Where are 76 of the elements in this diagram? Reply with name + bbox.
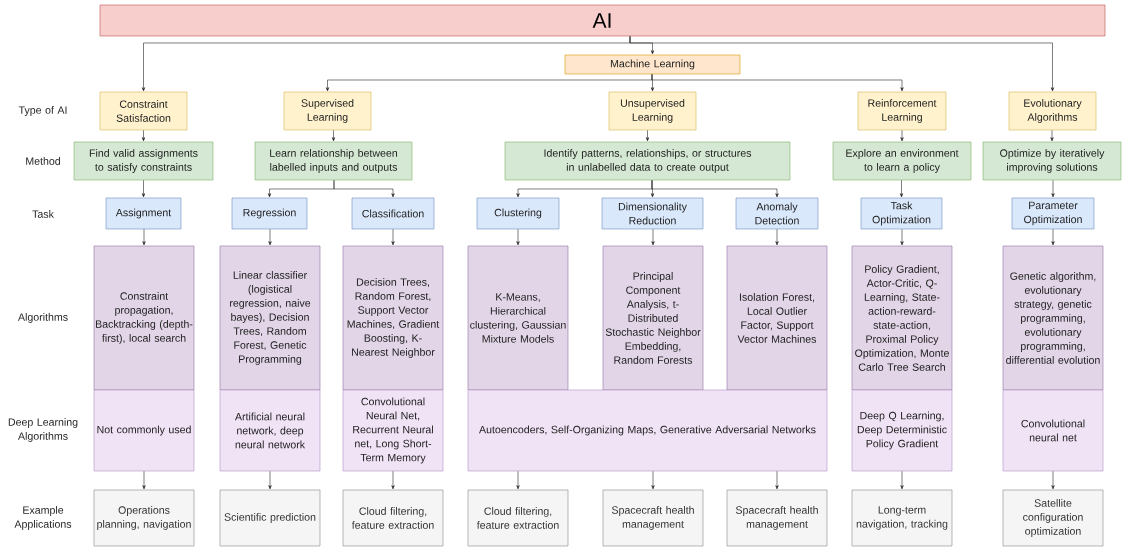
application-box: Cloud filtering, feature extraction — [467, 489, 569, 547]
arrow — [333, 180, 395, 198]
task-box: Regression — [231, 197, 308, 230]
arrow — [141, 180, 146, 198]
arrow — [331, 130, 336, 142]
application-box: Operations planning, navigation — [93, 489, 195, 547]
arrow — [516, 229, 520, 246]
arrow — [268, 471, 272, 490]
arrow — [900, 130, 904, 142]
row-label: Example Applications — [14, 506, 72, 530]
arrow — [391, 229, 395, 246]
algorithm-box: Autoencoders, Self-Organizing Maps, Generative Adversarial Networks — [467, 389, 828, 472]
arrow — [651, 471, 655, 490]
arrow — [899, 180, 904, 198]
arrow — [142, 229, 146, 246]
arrow — [142, 471, 146, 490]
arrow — [1050, 130, 1054, 142]
method-box: Optimize by iteratively improving solutions — [982, 141, 1122, 181]
arrow — [775, 229, 779, 246]
application-box: Long-term navigation, tracking — [851, 489, 953, 547]
application-box: Scientific prediction — [219, 489, 321, 547]
arrow — [268, 229, 272, 246]
arrow — [645, 130, 650, 142]
algorithm-box: Constraint propagation, Backtracking (depth-first), local search — [93, 245, 195, 391]
row-label: Task — [32, 210, 54, 218]
category-box: Unsupervised Learning — [608, 91, 697, 131]
algorithm-box: Convolutional Neural Net, Recurrent Neural net, Long Short-Term Memory — [342, 389, 444, 472]
arrow — [141, 130, 146, 142]
algorithm-box: Deep Q Learning, Deep Deterministic Policy Gradient — [851, 389, 953, 472]
row-label: Method — [26, 157, 60, 165]
category-box: Supervised Learning — [283, 91, 372, 131]
algorithm-box: Isolation Forest, Local Outlier Factor, Support Vector Machines — [726, 245, 828, 391]
algorithm-box: Not commonly used — [93, 389, 195, 472]
algorithm-box: Policy Gradient, Actor-Critic, Q-Learning, State-action-reward-state-action, Proximal Policy Optimization, Monte Carlo Tree Search — [851, 245, 953, 391]
arrow — [516, 471, 520, 490]
category-box: Machine Learning — [564, 54, 741, 75]
algorithm-box: Genetic algorithm, evolutionary strategy, genetic programming, evolutionary programming, differential evolution — [1002, 245, 1104, 391]
application-box: Cloud filtering, feature extraction — [342, 489, 444, 547]
application-box: Spacecraft health management — [726, 489, 828, 547]
arrow — [1051, 471, 1055, 490]
arrow — [651, 180, 779, 198]
task-box: Parameter Optimization — [1011, 197, 1095, 230]
task-box: Task Optimization — [860, 197, 943, 230]
algorithm-box: Linear classifier (logistical regression, naive bayes), Decision Trees, Random Forest, Genetic Programming — [219, 245, 321, 391]
task-box: Assignment — [105, 197, 182, 230]
method-box: Find valid assignments to satisfy constraints — [73, 141, 214, 181]
category-box: Reinforcement Learning — [857, 91, 947, 131]
method-box: Identify patterns, relationships, or structures in unlabelled data to create output — [504, 141, 791, 181]
category-box: Evolutionary Algorithms — [1008, 91, 1097, 131]
algorithm-box: Artificial neural network, deep neural network — [219, 389, 321, 472]
application-box: Satellite configuration optimization — [1002, 489, 1104, 547]
row-label: Type of AI — [18, 106, 67, 116]
method-box: Explore an environment to learn a policy — [832, 141, 972, 181]
task-box: Classification — [351, 197, 435, 230]
arrow — [651, 229, 655, 246]
arrow — [1051, 229, 1055, 246]
application-box: Spacecraft health management — [602, 489, 704, 547]
arrow — [900, 471, 904, 490]
arrow — [900, 229, 904, 246]
algorithm-box: K-Means, Hierarchical clustering, Gaussian Mixture Models — [467, 245, 569, 391]
arrow — [775, 471, 779, 490]
method-box: Learn relationship between labelled inputs and outputs — [254, 141, 413, 181]
arrow — [651, 74, 904, 92]
category-box: Constraint Satisfaction — [99, 91, 188, 131]
task-box: Dimensionality Reduction — [601, 197, 704, 230]
algorithm-box: Decision Trees, Random Forest, Support Vector Machines, Gradient Boosting, K-Nearest Neighbor — [342, 245, 444, 391]
row-label: Algorithms — [18, 313, 68, 323]
task-box: Clustering — [476, 197, 560, 230]
algorithm-box: Principal Component Analysis, t-Distributed Stochastic Neighbor Embedding, Random Forests — [602, 245, 704, 391]
algorithm-box: Convolutional neural net — [1002, 389, 1104, 472]
process-box: AI — [99, 4, 1106, 37]
task-box: Anomaly Detection — [735, 197, 819, 230]
arrow — [629, 36, 1055, 92]
arrow — [1051, 180, 1055, 198]
arrow — [391, 471, 395, 490]
row-label: Deep Learning Algorithms — [8, 418, 78, 442]
